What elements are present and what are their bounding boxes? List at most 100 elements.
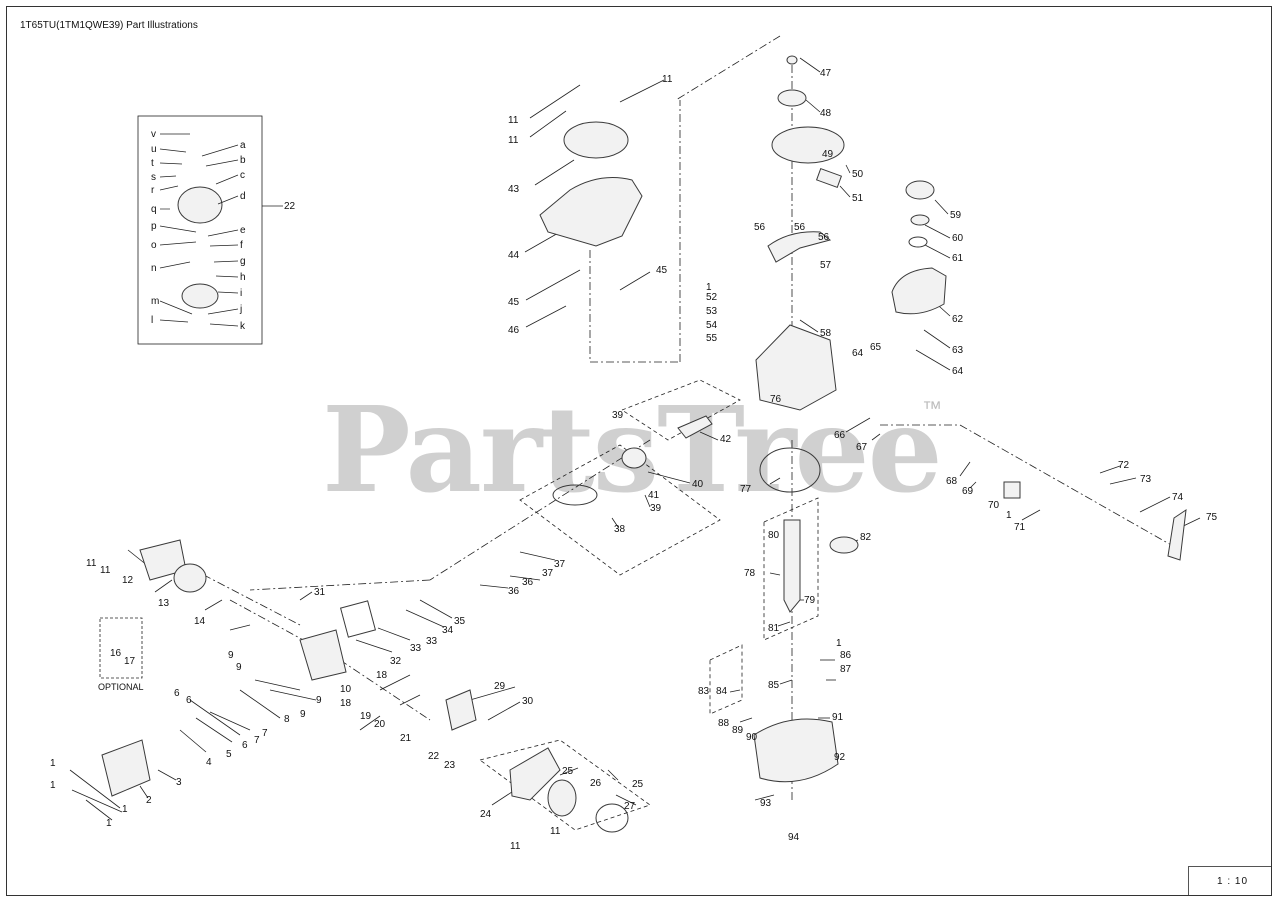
callout-76: 76 [770,394,782,405]
drawing-frame [6,6,1272,896]
callout-3: 3 [176,777,182,788]
engine-block [755,324,837,411]
callout-18: 18 [376,670,388,681]
callout-13: 13 [158,598,170,609]
callout-6: 6 [186,695,192,706]
callout-62: 62 [952,314,964,325]
callout-49: 49 [822,149,834,160]
recoil-starter [563,121,629,159]
callout-36: 36 [508,586,520,597]
starter-cover [595,803,629,833]
callout-1: 1 [50,758,56,769]
rocker-group [621,379,741,441]
callout-59: 59 [950,210,962,221]
carb-part-j: j [239,304,242,315]
callout-8: 8 [284,714,290,725]
callout-23: 23 [444,760,456,771]
carb-part-i: i [240,288,242,299]
callout-35: 35 [454,616,466,627]
callout-11: 11 [100,565,111,576]
carb-part-m: m [151,296,159,307]
callout-25: 25 [562,766,574,777]
callout-labels: 11 11 11 43 44 45 45 46 47 48 49 50 51 5… [50,68,1218,852]
callout-2: 2 [146,795,152,806]
piston-ring-group [519,444,721,576]
callout-86: 86 [840,650,852,661]
callout-81: 81 [768,623,780,634]
callout-17: 17 [124,656,136,667]
callout-19: 19 [360,711,372,722]
engine-shroud [539,177,643,247]
baffle [767,231,832,263]
callout-58: 58 [820,328,832,339]
callout-37: 37 [554,559,566,570]
callout-6: 6 [242,740,248,751]
callout-36: 36 [522,577,534,588]
carb-part-d: d [240,191,246,202]
carb-part-b: b [240,155,246,166]
optional-label: OPTIONAL [98,682,144,692]
carb-part-h: h [240,272,246,283]
callout-37: 37 [542,568,554,579]
carb-body-detail [177,186,223,224]
callout-84: 84 [716,686,728,697]
air-filter [173,563,207,593]
callout-60: 60 [952,233,964,244]
callout-48: 48 [820,108,832,119]
callout-14: 14 [194,616,206,627]
callout-74: 74 [1172,492,1184,503]
carb-part-n: n [151,263,157,274]
callout-51: 51 [852,193,864,204]
parts [101,55,1187,833]
callout-26: 26 [590,778,602,789]
optional-box [99,617,143,679]
piston [621,447,647,469]
carb-part-t: t [151,158,154,169]
callout-70: 70 [988,500,1000,511]
callout-91: 91 [832,712,844,723]
callout-40: 40 [692,479,704,490]
callout-56: 56 [794,222,806,233]
starter-group [479,739,651,831]
callout-1: 1 [836,638,842,649]
callout-92: 92 [834,752,846,763]
callout-73: 73 [1140,474,1152,485]
callout-66: 66 [834,430,846,441]
callout-18: 18 [340,698,352,709]
callout-56: 56 [754,222,766,233]
callout-11: 11 [508,135,519,146]
trademark-symbol: ™ [922,398,942,420]
callout-27: 27 [624,801,636,812]
carb-part-u: u [151,144,157,155]
callout-45: 45 [656,265,668,276]
callout-9: 9 [228,650,234,661]
callout-12: 12 [122,575,134,586]
callout-30: 30 [522,696,534,707]
carburetor [445,689,477,731]
crankcase-gasket [759,447,821,493]
ignition-coil [815,167,843,189]
callout-89: 89 [732,725,744,736]
callout-29: 29 [494,681,506,692]
throttle-lever [1167,508,1187,561]
callout-71: 71 [1014,522,1026,533]
callout-69: 69 [962,486,974,497]
carb-detail-leaders [159,133,239,327]
callout-39: 39 [612,410,624,421]
starter-housing [509,747,561,801]
callout-53: 53 [706,306,718,317]
callout-22: 22 [284,201,296,212]
callout-22: 22 [428,751,440,762]
callout-39: 39 [650,503,662,514]
callout-75: 75 [1206,512,1218,523]
carb-part-v: v [151,129,156,140]
callout-32: 32 [390,656,402,667]
carb-part-k: k [240,321,246,332]
callout-31: 31 [314,587,326,598]
cylinder-head [299,629,347,681]
callout-64: 64 [952,366,964,377]
callout-7: 7 [254,735,260,746]
fuel-cap [905,180,935,200]
carburetor-detail-box [137,115,263,345]
callout-65: 65 [870,342,882,353]
